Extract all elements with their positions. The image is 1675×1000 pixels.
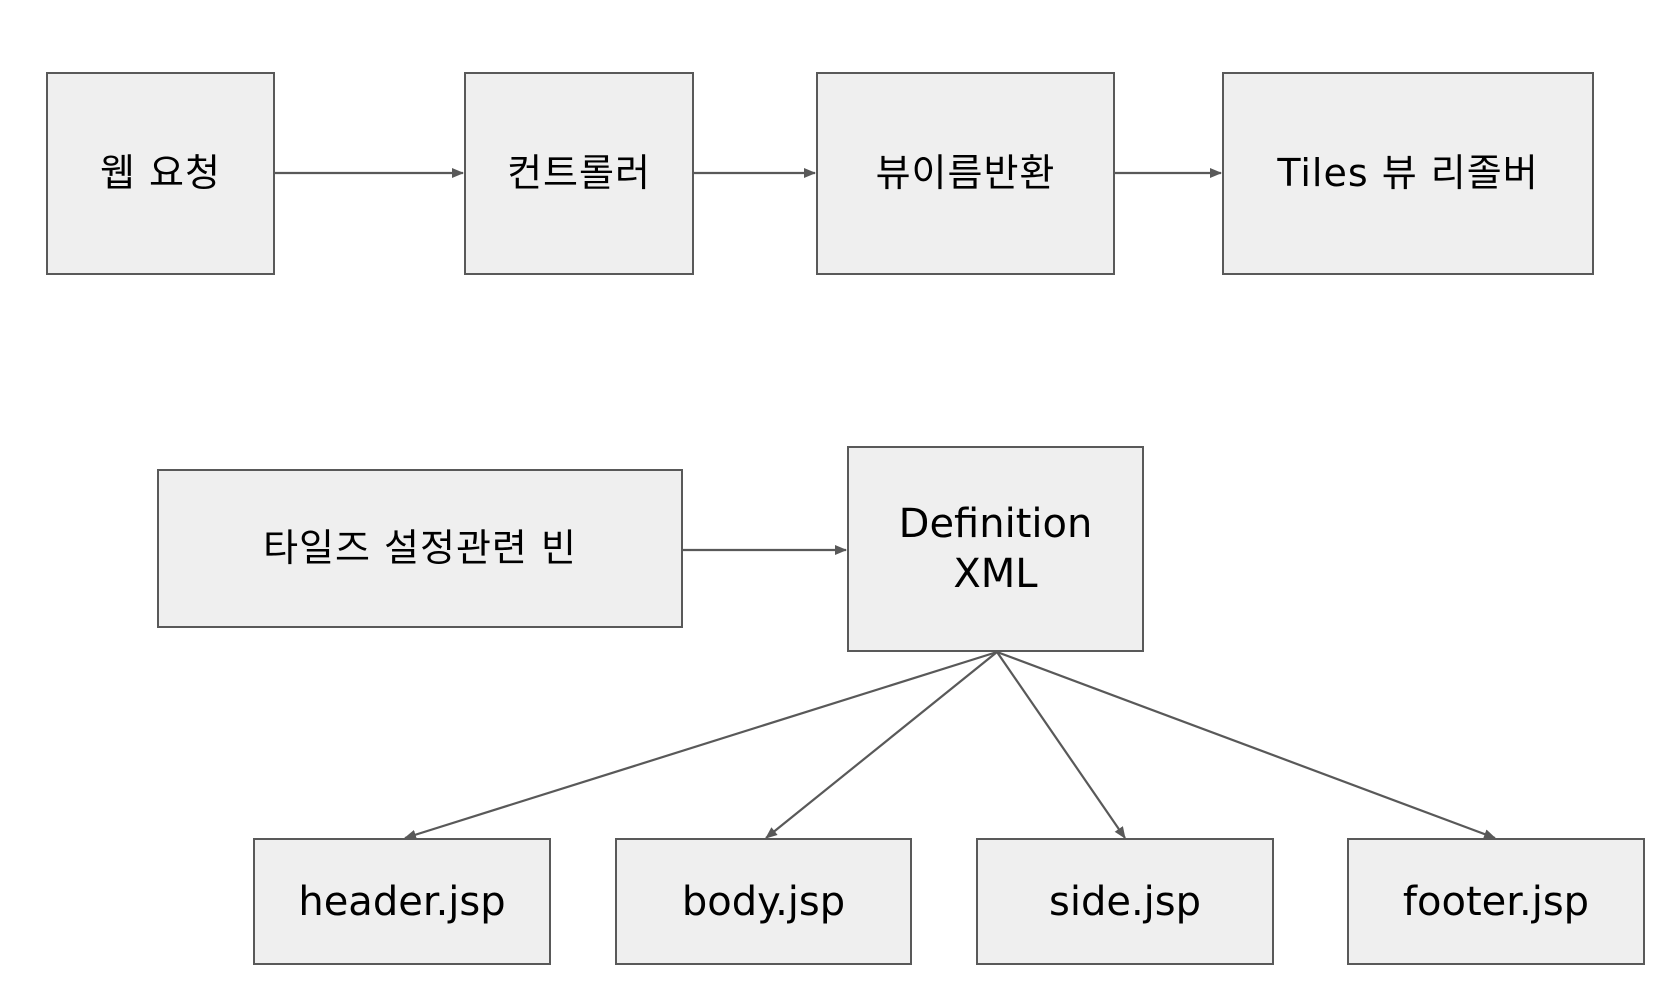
footer-jsp-label: footer.jsp <box>1402 878 1590 925</box>
header-jsp-label: header.jsp <box>298 878 506 925</box>
web-request-box: 웹 요청 <box>46 72 275 275</box>
tiles-view-resolver-label: Tiles 뷰 리졸버 <box>1277 150 1539 195</box>
view-name-return-box: 뷰이름반환 <box>816 72 1115 275</box>
definition-xml-label: Definition XML <box>898 501 1093 597</box>
controller-label: 컨트롤러 <box>507 150 651 195</box>
side-jsp-label: side.jsp <box>1048 878 1201 925</box>
header-jsp-box: header.jsp <box>253 838 551 965</box>
side-jsp-box: side.jsp <box>976 838 1274 965</box>
tiles-view-resolver-box: Tiles 뷰 리졸버 <box>1222 72 1594 275</box>
body-jsp-box: body.jsp <box>615 838 912 965</box>
view-name-return-label: 뷰이름반환 <box>875 150 1056 195</box>
arrow-definition-to-header <box>404 650 998 840</box>
arrow-definition-to-side <box>996 651 1126 839</box>
controller-box: 컨트롤러 <box>464 72 694 275</box>
definition-xml-box: Definition XML <box>847 446 1144 652</box>
arrow-definition-to-body <box>765 651 998 839</box>
footer-jsp-box: footer.jsp <box>1347 838 1645 965</box>
tiles-config-bean-label: 타일즈 설정관련 빈 <box>263 525 577 570</box>
web-request-label: 웹 요청 <box>100 150 221 195</box>
tiles-config-bean-box: 타일즈 설정관련 빈 <box>157 469 683 628</box>
body-jsp-label: body.jsp <box>681 878 846 925</box>
arrow-definition-to-footer <box>996 650 1496 840</box>
